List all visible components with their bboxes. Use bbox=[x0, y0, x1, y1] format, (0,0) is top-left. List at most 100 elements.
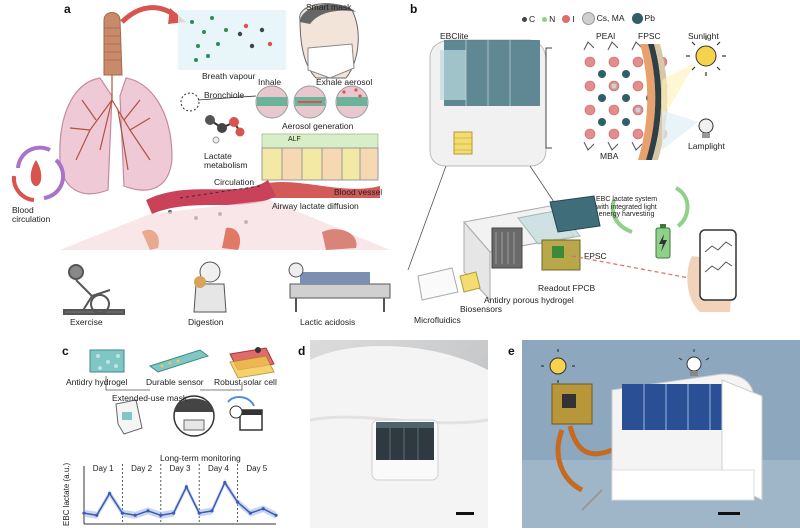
label-circulation: Circulation bbox=[214, 177, 255, 187]
exploded-device bbox=[417, 195, 601, 302]
lactate-molecule bbox=[205, 115, 245, 144]
day-label: Day 2 bbox=[131, 464, 152, 473]
label-long-term-monitoring: Long-term monitoring bbox=[160, 453, 241, 463]
label-inhale: Inhale bbox=[258, 77, 282, 87]
label-aerosol-generation: Aerosol generation bbox=[282, 121, 354, 131]
legend-i: I bbox=[562, 14, 575, 24]
label-exercise: Exercise bbox=[70, 317, 103, 327]
panel-b-illustration bbox=[407, 36, 737, 312]
panel-e-letter: e bbox=[508, 344, 515, 358]
data-point bbox=[184, 485, 188, 489]
device-open bbox=[611, 373, 763, 501]
lactic-acidosis-figure bbox=[288, 262, 391, 312]
data-point bbox=[223, 480, 227, 485]
label-readout-fpcb: Readout FPCB bbox=[538, 283, 596, 293]
legend-cs-ma: Cs, MA bbox=[581, 12, 625, 25]
label-antidry-hydrogel: Antidry hydrogel bbox=[66, 377, 128, 387]
day-label: Day 5 bbox=[246, 464, 267, 473]
data-point bbox=[210, 509, 214, 513]
sun-icon bbox=[662, 36, 726, 120]
label-peai: PEAI bbox=[596, 31, 616, 41]
panel-e-photo bbox=[522, 340, 800, 528]
lactate-chart: Day 1 Day 2 Day 3 Day 4 Day 5 bbox=[82, 464, 278, 525]
label-alf: ALF bbox=[288, 136, 301, 143]
device-on-mask bbox=[371, 419, 439, 481]
legend-pb: Pb bbox=[631, 13, 655, 25]
scale-bar bbox=[718, 512, 740, 515]
left-lung bbox=[59, 77, 113, 195]
ebclite-device bbox=[429, 39, 547, 167]
data-point bbox=[133, 513, 137, 517]
legend-n: N bbox=[542, 14, 555, 24]
data-point bbox=[248, 511, 252, 515]
exercise-figure bbox=[63, 264, 125, 315]
series-line bbox=[83, 480, 277, 517]
data-point bbox=[197, 511, 201, 515]
label-sunlight: Sunlight bbox=[688, 31, 719, 41]
label-robust-solar-cell: Robust solar cell bbox=[214, 377, 277, 387]
label-breath-vapour: Breath vapour bbox=[202, 71, 256, 81]
data-point bbox=[236, 500, 240, 504]
sensor-icon bbox=[148, 349, 210, 373]
label-bronchiole: Bronchiole bbox=[204, 90, 245, 100]
digestion-figure bbox=[193, 261, 227, 313]
label-ebclite: EBClite bbox=[440, 31, 469, 41]
data-point bbox=[172, 511, 176, 515]
panel-c-letter: c bbox=[62, 344, 69, 358]
panel-d-letter: d bbox=[298, 344, 306, 358]
label-digestion: Digestion bbox=[188, 317, 224, 327]
circulation-vessel bbox=[146, 180, 276, 214]
label-lactic-acidosis: Lactic acidosis bbox=[300, 317, 356, 327]
hair bbox=[300, 3, 356, 24]
lamp-icon bbox=[678, 349, 710, 376]
panel-a-letter: a bbox=[64, 2, 71, 16]
data-point bbox=[120, 511, 124, 515]
right-lung bbox=[119, 77, 173, 191]
label-durable-sensor: Durable sensor bbox=[146, 377, 204, 387]
label-airway-lactate-diffusion: Airway lactate diffusion bbox=[272, 201, 359, 211]
exhale-arrow bbox=[120, 5, 178, 24]
label-smart-mask: Smart mask bbox=[306, 2, 352, 12]
day-label: Day 3 bbox=[170, 464, 191, 473]
label-fpsc-top: FPSC bbox=[638, 31, 661, 41]
panel-b-letter: b bbox=[410, 2, 418, 16]
label-antidry-porous-hydrogel: Antidry porous hydrogel bbox=[484, 295, 574, 305]
solar-cell-icon bbox=[229, 347, 275, 379]
label-blood-circulation: Blood circulation bbox=[12, 205, 51, 225]
energy-cycle bbox=[610, 186, 690, 259]
hydrogel-icon bbox=[89, 349, 125, 373]
data-point bbox=[82, 511, 86, 515]
epithelium-cells bbox=[261, 133, 380, 198]
lamp-icon bbox=[662, 110, 714, 150]
face-icon bbox=[173, 395, 215, 437]
blood-circulation-cycle bbox=[11, 145, 66, 202]
data-point bbox=[274, 513, 278, 517]
label-lactate-metabolism: Lactate metabolism bbox=[204, 151, 248, 171]
label-exhale-aerosol: Exhale aerosol bbox=[316, 77, 373, 87]
calendar-icon bbox=[229, 405, 263, 431]
circuit-board bbox=[551, 383, 613, 493]
label-fpsc-bottom: FPSC bbox=[584, 251, 607, 261]
chart-ylabel: EBC lactate (a.u.) bbox=[62, 462, 72, 526]
data-point bbox=[261, 507, 265, 511]
scale-bar bbox=[456, 512, 474, 515]
label-biosensors: Biosensors bbox=[460, 304, 503, 314]
smartphone-icon bbox=[687, 229, 737, 312]
label-lamplight: Lamplight bbox=[688, 141, 725, 151]
label-blood-vessel: Blood vessel bbox=[334, 187, 383, 197]
panel-d-photo bbox=[310, 340, 488, 528]
data-point bbox=[108, 491, 112, 496]
data-point bbox=[95, 513, 99, 517]
label-mba: MBA bbox=[600, 151, 619, 161]
bronchiole-zoom bbox=[255, 85, 369, 119]
panel-a-illustration bbox=[11, 3, 391, 315]
tissue-fan bbox=[60, 200, 390, 250]
panel-c-illustration bbox=[89, 347, 275, 437]
day-label: Day 4 bbox=[208, 464, 229, 473]
sun-icon bbox=[541, 349, 575, 383]
day-label: Day 1 bbox=[93, 464, 114, 473]
data-point bbox=[146, 509, 150, 513]
atom-legend: C N I Cs, MA Pb bbox=[522, 12, 655, 25]
label-extended-use-mask: Extended-use mask bbox=[112, 393, 188, 403]
data-point bbox=[159, 513, 163, 517]
